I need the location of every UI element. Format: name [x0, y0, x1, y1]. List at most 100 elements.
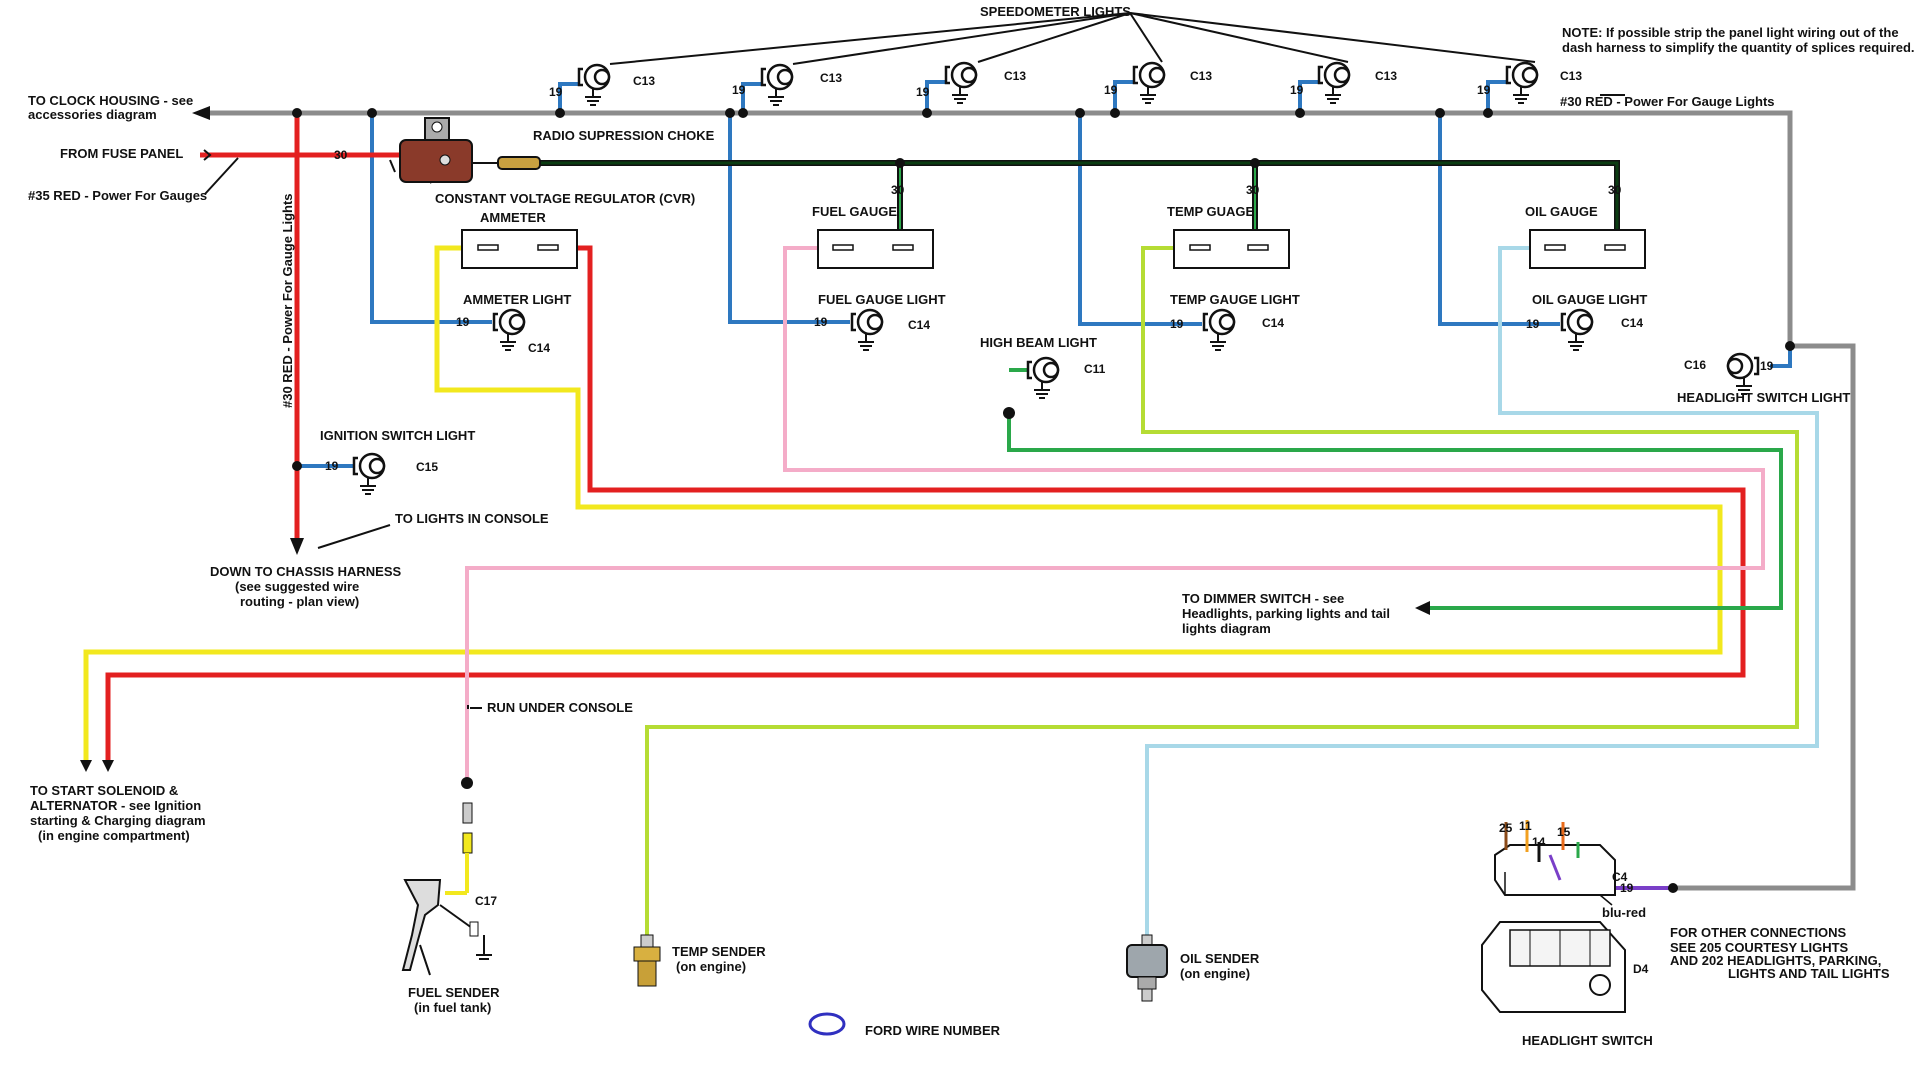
- light-blue-oil-wire: [1145, 246, 1819, 937]
- connector-c14-temp: C14: [1262, 316, 1284, 330]
- label-fuel-gauge: FUEL GAUGE: [812, 204, 897, 219]
- label-temp-sender: TEMP SENDER: [672, 944, 766, 959]
- label-dimmer-line-1: TO DIMMER SWITCH - see: [1182, 591, 1344, 606]
- label-oil-sender-sub: (on engine): [1180, 966, 1250, 981]
- label-headlight-switch: HEADLIGHT SWITCH: [1522, 1033, 1653, 1048]
- clock-arrow: [192, 106, 210, 120]
- label-temp-sender-sub: (on engine): [676, 959, 746, 974]
- wire-num-19-d: 19: [1104, 83, 1118, 97]
- connector-c13-1: C13: [633, 74, 655, 88]
- temp-gauge-bulb: [1202, 308, 1236, 352]
- connector-c13-2: C13: [820, 71, 842, 85]
- label-from-fuse-panel: FROM FUSE PANEL: [60, 146, 183, 161]
- connector-c14-ammeter: C14: [528, 341, 550, 355]
- radio-choke: [497, 156, 541, 170]
- label-ammeter: AMMETER: [480, 210, 546, 225]
- label-fuel-gauge-light: FUEL GAUGE LIGHT: [818, 292, 946, 307]
- chassis-arrow: [290, 538, 304, 555]
- start-arrow-yellow: [80, 760, 92, 772]
- label-speedometer-lights: SPEEDOMETER LIGHTS: [980, 4, 1131, 19]
- green-high-beam-wire: [1007, 368, 1783, 610]
- label-dimmer-line-3: lights diagram: [1182, 621, 1271, 636]
- label-red35: #35 RED - Power For Gauges: [28, 188, 207, 203]
- ford-wire-number-ring: [808, 1012, 846, 1036]
- label-oil-gauge: OIL GAUGE: [1525, 204, 1598, 219]
- label-ammeter-light: AMMETER LIGHT: [463, 292, 571, 307]
- label-other-line-1: FOR OTHER CONNECTIONS: [1670, 925, 1847, 940]
- yellow-ammeter-wire: [83, 245, 1723, 765]
- speedo-bulb-1: [577, 63, 611, 107]
- label-start-line-3: starting & Charging diagram: [30, 813, 206, 828]
- wire-num-19-switch: 19: [1620, 881, 1634, 895]
- label-to-lights-console: TO LIGHTS IN CONSOLE: [395, 511, 549, 526]
- connector-d4: D4: [1633, 962, 1649, 976]
- wire-num-19-temp: 19: [1170, 317, 1184, 331]
- label-ignition-switch-light: IGNITION SWITCH LIGHT: [320, 428, 475, 443]
- label-fuel-sender-sub: (in fuel tank): [414, 1000, 491, 1015]
- wire-num-19-ignition: 19: [325, 459, 339, 473]
- connector-c14-oil: C14: [1621, 316, 1643, 330]
- wire-num-14: 14: [1532, 835, 1546, 849]
- note-line-1: NOTE: If possible strip the panel light …: [1562, 25, 1899, 40]
- label-dimmer-line-2: Headlights, parking lights and tail: [1182, 606, 1390, 621]
- headlight-switch-assembly: [1481, 820, 1626, 1013]
- label-cvr: CONSTANT VOLTAGE REGULATOR (CVR): [435, 191, 695, 206]
- start-arrow-red: [102, 760, 114, 772]
- lime-temp-wire: [645, 246, 1799, 935]
- label-other-line-4: LIGHTS AND TAIL LIGHTS: [1728, 966, 1890, 981]
- speedo-bulb-2: [760, 63, 794, 107]
- wire-num-19-b: 19: [732, 83, 746, 97]
- wire-num-30-fuel: 30: [891, 183, 905, 197]
- label-down-line-2: (see suggested wire: [235, 579, 359, 594]
- connector-c11: C11: [1084, 362, 1106, 376]
- note-line-2: dash harness to simplify the quantity of…: [1562, 40, 1915, 55]
- label-ford-wire-number: FORD WIRE NUMBER: [865, 1023, 1001, 1038]
- fuel-sender: [401, 802, 492, 976]
- wire-num-19-fuel: 19: [814, 315, 828, 329]
- fuse-arrow: [203, 149, 212, 161]
- connector-c13-4: C13: [1190, 69, 1212, 83]
- label-clock-line-2: accessories diagram: [28, 107, 157, 122]
- label-fuel-sender: FUEL SENDER: [408, 985, 500, 1000]
- connector-c15: C15: [416, 460, 438, 474]
- annotation-leaders: [204, 12, 1625, 709]
- oil-sender: [1126, 934, 1168, 1002]
- speedo-bulb-4: [1132, 61, 1166, 105]
- label-vertical-red30: #30 RED - Power For Gauge Lights: [280, 193, 295, 408]
- wire-num-19-a: 19: [549, 85, 563, 99]
- ignition-switch-bulb: [352, 452, 386, 496]
- dimmer-arrow: [1415, 601, 1430, 615]
- label-oil-sender: OIL SENDER: [1180, 951, 1260, 966]
- high-beam-bulb: [1026, 356, 1060, 400]
- temp-gauge: [1173, 229, 1290, 269]
- splice-dots: [292, 108, 1795, 893]
- cvr-regulator: [399, 117, 498, 183]
- label-other-line-3: AND 202 HEADLIGHTS, PARKING,: [1670, 953, 1881, 968]
- ammeter-gauge: [461, 229, 578, 269]
- fuel-gauge: [817, 229, 934, 269]
- wire-num-19-ammeter: 19: [456, 315, 470, 329]
- wire-num-19-oil: 19: [1526, 317, 1540, 331]
- connector-c4: C4: [1612, 870, 1628, 884]
- speedo-bulb-3: [944, 61, 978, 105]
- label-other-line-2: SEE 205 COURTESY LIGHTS: [1670, 940, 1849, 955]
- headlight-switch-bulb: [1726, 352, 1760, 396]
- label-start-line-2: ALTERNATOR - see Ignition: [30, 798, 201, 813]
- connector-c17: C17: [475, 894, 497, 908]
- label-temp-gauge: TEMP GUAGE: [1167, 204, 1254, 219]
- connector-c13-5: C13: [1375, 69, 1397, 83]
- label-start-line-1: TO START SOLENOID &: [30, 783, 178, 798]
- label-down-line-3: routing - plan view): [240, 594, 359, 609]
- wire-num-30-fuse: 30: [334, 148, 348, 162]
- connector-c13-3: C13: [1004, 69, 1026, 83]
- label-temp-gauge-light: TEMP GAUGE LIGHT: [1170, 292, 1300, 307]
- blue-lamp-wires: [297, 80, 1792, 468]
- speedo-bulb-5: [1317, 61, 1351, 105]
- connector-c16: C16: [1684, 358, 1706, 372]
- label-red30-gauge-lights: #30 RED - Power For Gauge Lights: [1560, 94, 1775, 109]
- wire-num-30-oil: 30: [1608, 183, 1622, 197]
- label-high-beam-light: HIGH BEAM LIGHT: [980, 335, 1097, 350]
- wire-num-19-e: 19: [1290, 83, 1304, 97]
- label-run-under-console: RUN UNDER CONSOLE: [487, 700, 633, 715]
